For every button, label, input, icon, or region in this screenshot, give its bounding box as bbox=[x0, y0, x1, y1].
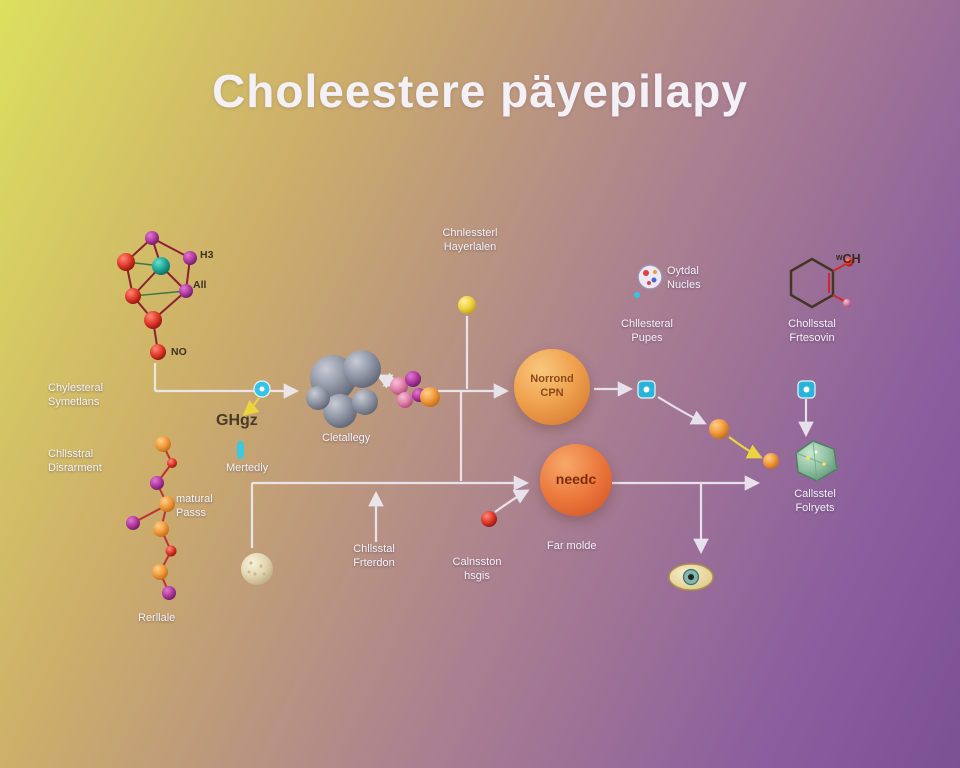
label-cholesterol-frtesovin: Chollsstal Frtesovin bbox=[788, 318, 836, 345]
chain-molecule-icon bbox=[126, 436, 177, 600]
molecule-structure-icon bbox=[117, 231, 197, 360]
orange-sphere-right-icon bbox=[763, 453, 779, 469]
node-needc-label: needc bbox=[555, 471, 597, 488]
yellow-sphere-icon bbox=[458, 296, 476, 314]
node-norrond-cpn-label: Norrond CPN bbox=[530, 373, 574, 399]
red-sphere-icon bbox=[481, 511, 497, 527]
label-oytdal-nucles: Oytdal Nucles bbox=[667, 265, 701, 292]
cell-nucleus-icon bbox=[634, 264, 663, 298]
cyan-transport-icon-2 bbox=[637, 380, 656, 399]
label-callsstel-folryets: Callsstel Folryets bbox=[794, 488, 836, 515]
node-norrond-cpn: Norrond CPN bbox=[514, 349, 590, 425]
node-needc: needc bbox=[540, 444, 612, 516]
label-cholesterol-hayerlalen: Chnlessterl Hayerlalen bbox=[442, 227, 498, 254]
yellow-arrows bbox=[242, 397, 763, 459]
label-rerllale: Rerllale bbox=[138, 612, 176, 624]
label-chllsstal-frterdon: Chllsstal Frterdon bbox=[353, 543, 395, 570]
orange-sphere-mid-icon bbox=[709, 419, 729, 439]
chem-label-h3: H3 bbox=[200, 249, 214, 261]
chem-label-ghgz: GHgz bbox=[216, 412, 258, 429]
eye-icon bbox=[668, 563, 714, 591]
pink-cluster-icon bbox=[390, 371, 440, 408]
cyan-bar-icon bbox=[237, 441, 244, 459]
cyan-transport-icon-3 bbox=[797, 380, 816, 399]
gray-particle-cluster-icon bbox=[306, 350, 381, 428]
cyan-marker-icon-1 bbox=[253, 380, 271, 398]
hexagon-ring-icon bbox=[789, 257, 854, 309]
label-cholesterol-pupes: Chllesteral Pupes bbox=[621, 318, 673, 345]
crystal-icon bbox=[795, 440, 838, 482]
label-cholesterol-synthesis: Chylesteral Symetlans bbox=[48, 382, 104, 409]
label-cletallegy: Cletallegy bbox=[322, 432, 371, 444]
chem-label-all: All bbox=[193, 279, 207, 291]
label-natural-passs: matural Passs bbox=[176, 493, 213, 520]
label-mertedly: Mertedly bbox=[226, 462, 269, 474]
label-calnsston-hsgis: Calnsston hsgis bbox=[452, 556, 502, 583]
label-far-molde: Far molde bbox=[547, 540, 597, 552]
flow-arrows bbox=[153, 316, 814, 555]
chem-label-wch: ʷCH bbox=[836, 252, 861, 266]
label-cholesterol-disrarment: Chllsstral Disrarment bbox=[48, 448, 102, 475]
chem-label-no: NO bbox=[171, 346, 187, 358]
diagram-title: Choleestere päyepilapy bbox=[212, 65, 748, 117]
cream-sphere-icon bbox=[241, 553, 273, 585]
